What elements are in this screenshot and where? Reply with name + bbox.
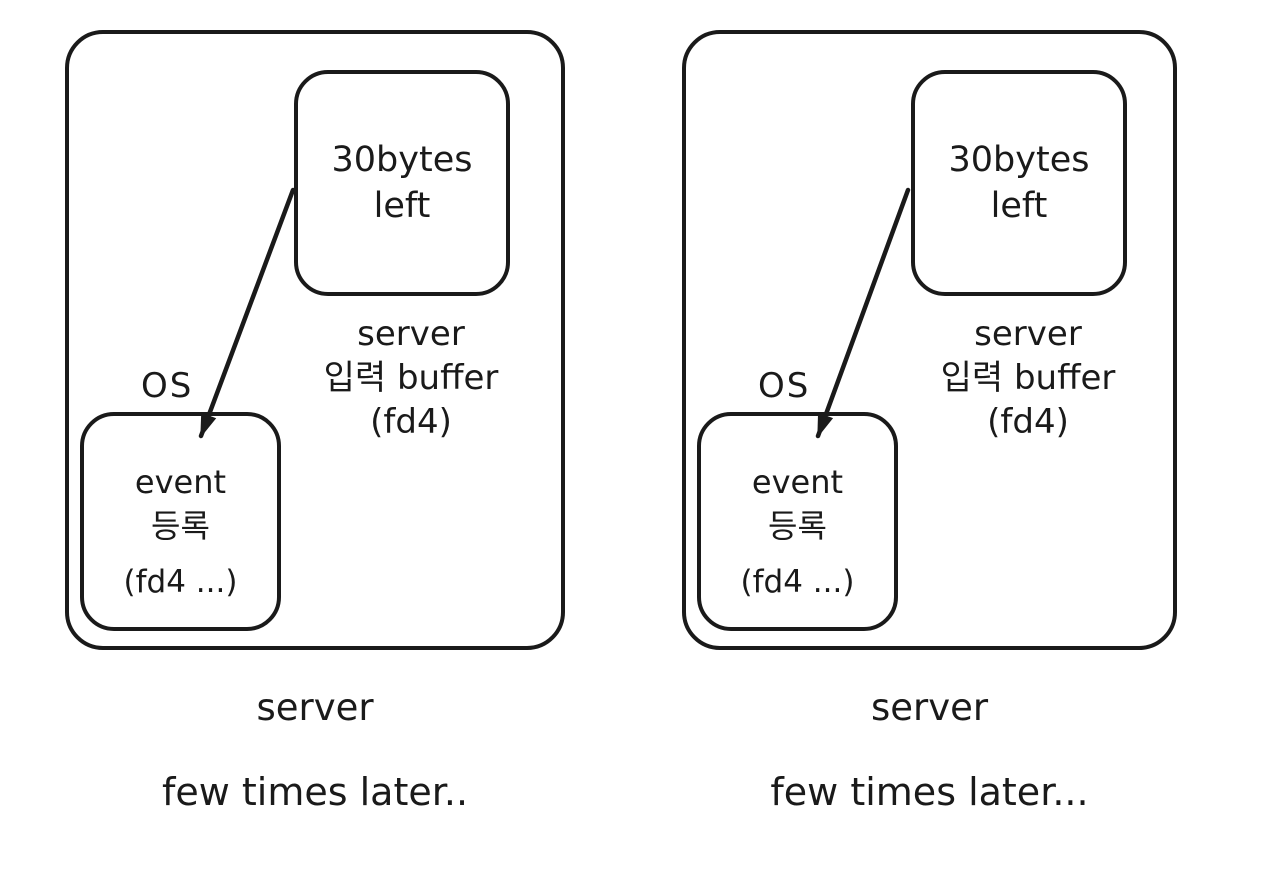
event-box-line3: (fd4 ...) bbox=[123, 564, 238, 601]
server-caption: server bbox=[870, 686, 989, 729]
time-caption: few times later.. bbox=[161, 770, 469, 814]
input-buffer-box: 30bytes left bbox=[294, 70, 510, 296]
buffer-label-line2: 입력 buffer bbox=[940, 358, 1116, 399]
event-box-line2: 등록 bbox=[151, 507, 210, 546]
os-label: OS bbox=[141, 366, 194, 406]
buffer-box-line1: 30bytes bbox=[331, 139, 473, 180]
buffer-box-line1: 30bytes bbox=[948, 139, 1090, 180]
server-caption: server bbox=[256, 686, 374, 729]
buffer-label-line1: server bbox=[974, 314, 1082, 354]
input-buffer-box: 30bytes left bbox=[911, 70, 1127, 296]
event-box-line1: event bbox=[134, 463, 227, 501]
os-label: OS bbox=[758, 366, 811, 406]
buffer-label-line1: server bbox=[357, 314, 465, 354]
buffer-label-line2: 입력 buffer bbox=[323, 358, 499, 399]
input-buffer-label: server 입력 buffer (fd4) bbox=[245, 312, 577, 445]
event-registration-box: event 등록 (fd4 ...) bbox=[697, 412, 898, 631]
buffer-label-line3: (fd4) bbox=[370, 402, 452, 443]
panel-server-state-2: 30bytes left server 입력 buffer (fd4) OS e… bbox=[682, 30, 1177, 860]
event-box-line3: (fd4 ...) bbox=[740, 564, 855, 601]
buffer-box-line2: left bbox=[373, 186, 431, 226]
buffer-label-line3: (fd4) bbox=[987, 402, 1069, 443]
event-box-line1: event bbox=[751, 463, 844, 501]
input-buffer-label: server 입력 buffer (fd4) bbox=[862, 312, 1194, 445]
time-caption: few times later... bbox=[770, 770, 1089, 814]
event-box-line2: 등록 bbox=[768, 507, 827, 546]
buffer-box-line2: left bbox=[990, 186, 1048, 226]
panel-server-state-1: 30bytes left server 입력 buffer (fd4) OS e… bbox=[65, 30, 565, 860]
event-registration-box: event 등록 (fd4 ...) bbox=[80, 412, 281, 631]
